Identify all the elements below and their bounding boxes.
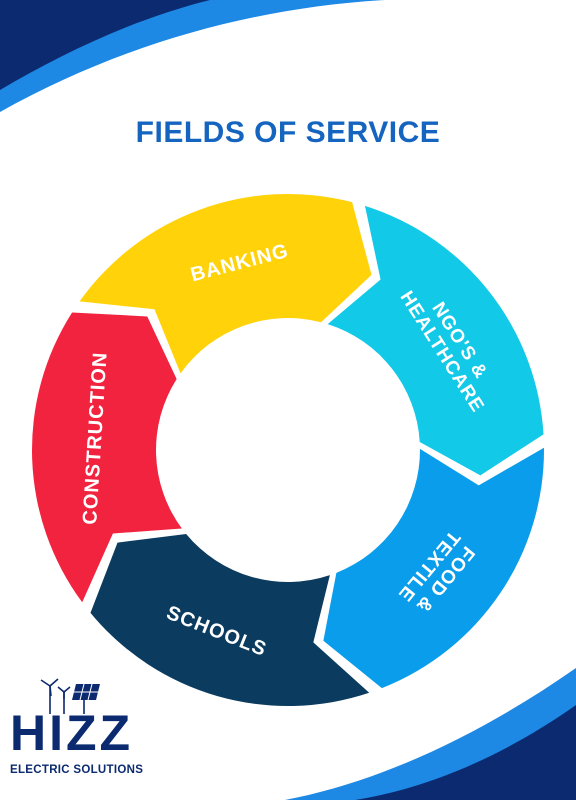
logo-wordmark: HIZZ xyxy=(10,705,134,761)
cycle-segment-4 xyxy=(90,533,370,706)
solar-panel-icon xyxy=(72,683,100,714)
page-title: FIELDS OF SERVICE xyxy=(135,116,441,149)
logo-mark xyxy=(40,678,100,714)
bottom-swoosh-dark xyxy=(355,705,576,800)
logo-tagline: ELECTRIC SOLUTIONS xyxy=(10,764,144,776)
cycle-segment-2 xyxy=(327,205,544,476)
cycle-segment-3 xyxy=(323,447,544,689)
cycle-segment-5 xyxy=(31,312,182,603)
cycle-segment-1 xyxy=(79,194,372,374)
top-swoosh-dark xyxy=(0,0,210,90)
wind-turbine-icon xyxy=(40,678,71,714)
